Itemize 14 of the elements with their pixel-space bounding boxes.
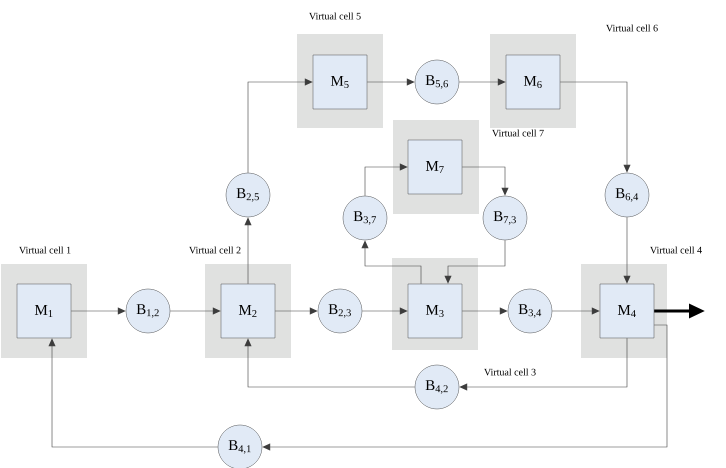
machine-box: M$_{4}$ [600,284,654,338]
machine-box: M$_{2}$ [220,284,276,338]
machine-box: M$_{1}$ [16,284,72,338]
node-label: Virtual cell 5 [309,12,361,20]
machine-box: M$_{3}$ [408,284,462,338]
node-label: Virtual cell 1 [19,246,70,254]
node-label: Virtual cell 7 [492,129,544,137]
node-label: Virtual cell 3 [484,368,536,376]
machine-box: M$_{5}$ [312,54,368,110]
machine-box: M$_{7}$ [408,140,462,194]
node-label: Virtual cell 6 [606,24,658,32]
node-label: Virtual cell 4 [650,246,702,254]
machine-box: M$_{6}$ [506,54,560,110]
node-label: Virtual cell 2 [189,246,241,254]
